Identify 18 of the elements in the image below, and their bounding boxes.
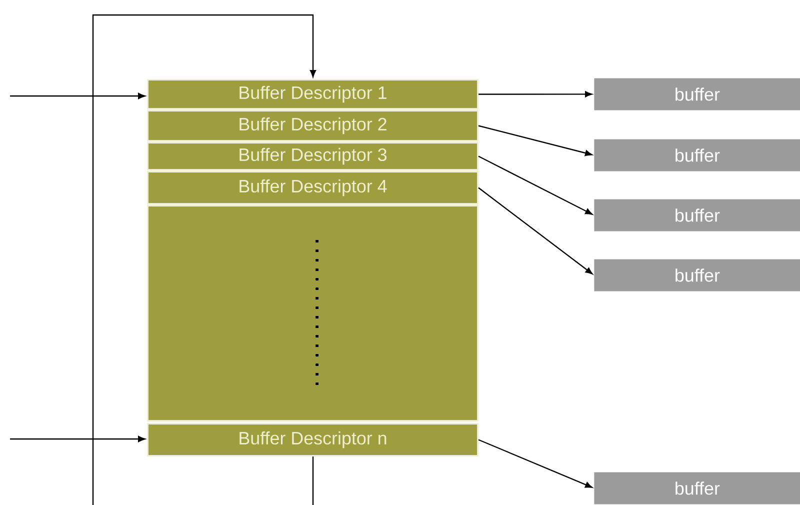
descriptor-box: Buffer Descriptor n [147, 423, 478, 456]
descriptor-box: Buffer Descriptor 1 [147, 79, 478, 110]
buffer-box: buffer [594, 472, 800, 504]
buffer-box: buffer [594, 199, 800, 232]
arrow [478, 125, 592, 156]
buffer-box: buffer [594, 139, 800, 172]
arrow [92, 14, 316, 505]
arrow [478, 91, 592, 98]
buffer-box: buffer [594, 259, 800, 292]
arrow [10, 436, 146, 442]
buffer-box: buffer [594, 78, 800, 110]
arrow [478, 439, 592, 488]
arrow [478, 187, 593, 274]
arrow [10, 92, 146, 100]
descriptor-box: Buffer Descriptor 2 [147, 110, 478, 142]
descriptor-box: Buffer Descriptor 3 [147, 142, 478, 170]
arrow [478, 156, 592, 215]
descriptor-box: Buffer Descriptor 4 [147, 171, 478, 204]
